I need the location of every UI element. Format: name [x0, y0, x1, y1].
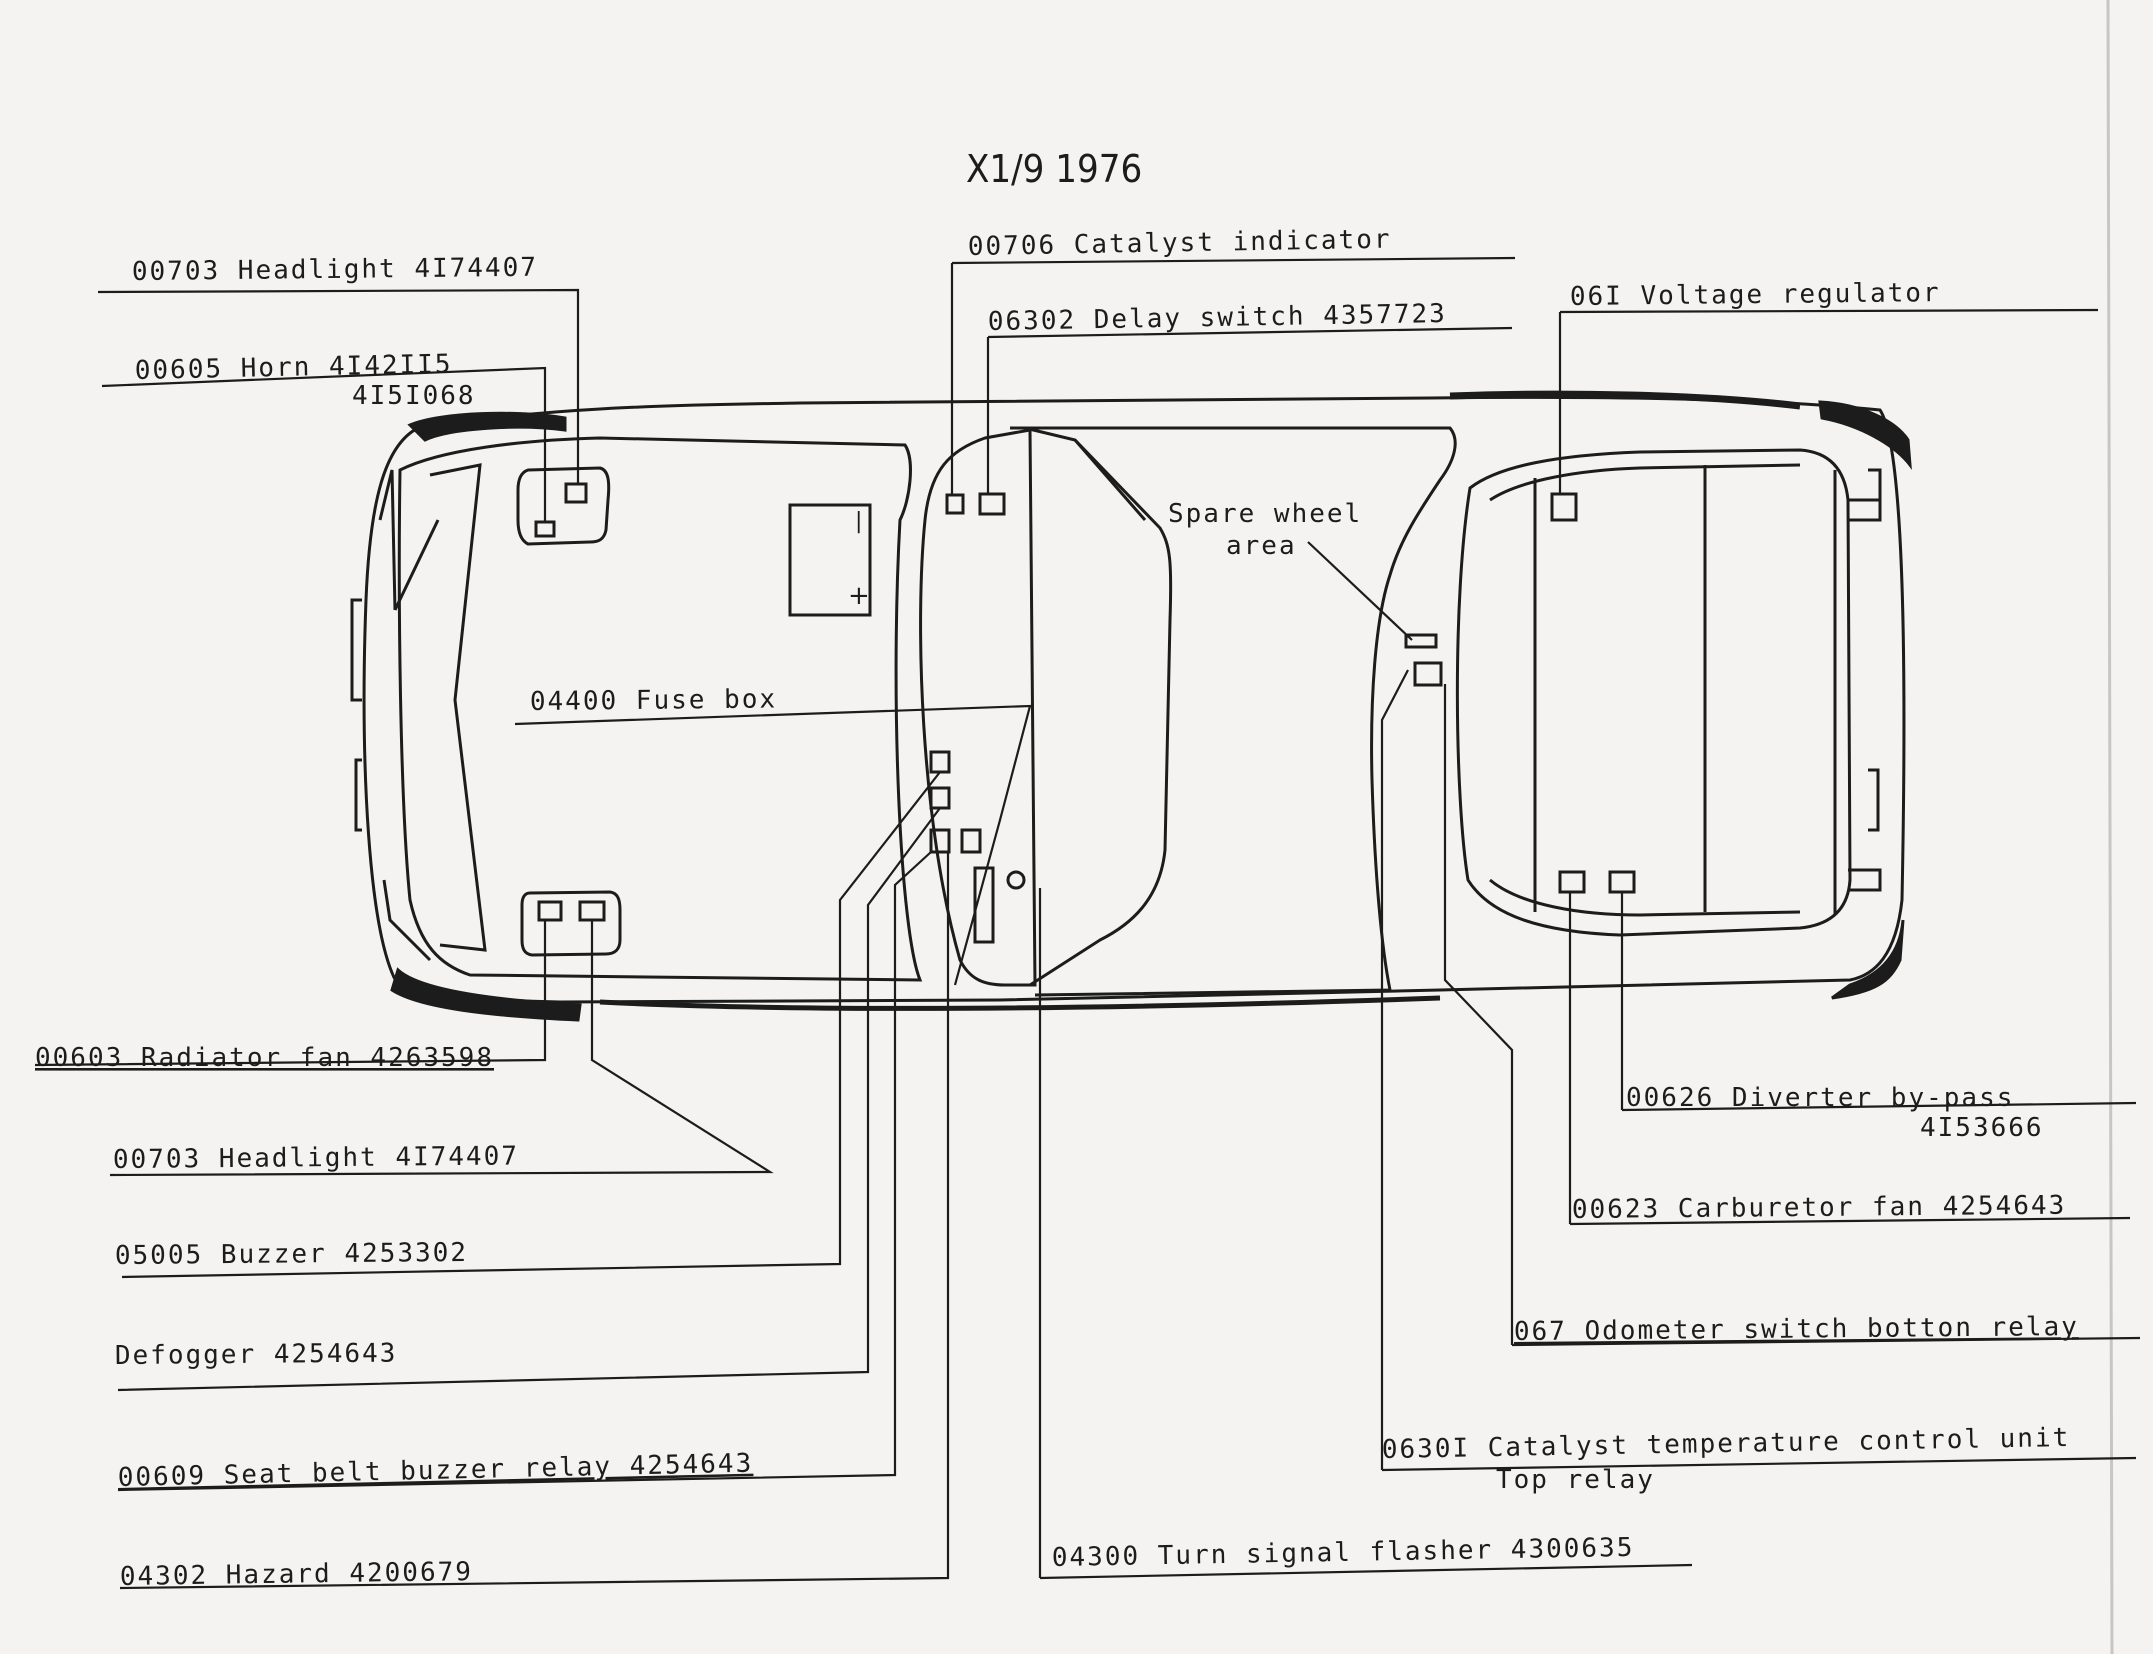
relay-catalyst-indicator [945, 493, 965, 515]
label-hazard: 04302 Hazard 4200679 [120, 1557, 473, 1592]
label-radiator-fan: 00603 Radiator fan 4263598 [35, 1043, 494, 1073]
label-odometer-relay: 067 Odometer switch botton relay [1514, 1312, 2079, 1347]
label-spare-wheel-area: area [1226, 531, 1297, 561]
label-voltage-regulator: 06I Voltage regulator [1570, 278, 1941, 312]
relay-turn-signal [973, 866, 995, 944]
svg-text:+: + [848, 581, 870, 611]
diagram-title: X1/9 1976 [966, 147, 1142, 191]
label-headlight-front: 00703 Headlight 4I74407 [132, 253, 538, 287]
label-defogger: Defogger 4254643 [115, 1339, 398, 1371]
relay-hazard [960, 828, 982, 854]
label-diverter-number: 4I53666 [1920, 1113, 2044, 1143]
svg-text:|: | [855, 509, 862, 534]
relay-turn-signal-pin [1006, 870, 1026, 890]
relay-boxes [534, 482, 1636, 944]
label-top-relay: Top relay [1496, 1465, 1655, 1495]
label-horn-alt: 4I5I068 [352, 381, 476, 411]
label-horn: 00605 Horn 4I42II5 [135, 349, 453, 386]
labels: X1/9 1976 00703 Headlight 4I74407 00605 … [35, 147, 2079, 1592]
relay-catalyst-temp-top [1404, 633, 1438, 649]
relay-delay-switch [978, 492, 1006, 516]
page-edge [2106, 0, 2114, 1654]
relay-carb-fan [1558, 870, 1586, 894]
car-outline: | + [350, 390, 1912, 1022]
relay-voltage-regulator [1550, 492, 1578, 522]
label-headlight-rear: 00703 Headlight 4I74407 [113, 1141, 519, 1175]
label-carburetor-fan: 00623 Carburetor fan 4254643 [1572, 1191, 2067, 1225]
relay-headlight-front [564, 482, 588, 504]
relay-radiator-fan [537, 900, 563, 922]
relay-odometer [1413, 661, 1443, 687]
leader-lines [34, 256, 2141, 1590]
label-fuse-box: 04400 Fuse box [530, 684, 777, 717]
label-catalyst-indicator: 00706 Catalyst indicator [968, 225, 1392, 262]
label-spare-wheel: Spare wheel [1168, 499, 1362, 529]
relay-seat-belt [929, 828, 951, 854]
label-buzzer: 05005 Buzzer 4253302 [115, 1238, 468, 1271]
label-diverter-bypass: 00626 Diverter by-pass [1626, 1083, 2014, 1113]
